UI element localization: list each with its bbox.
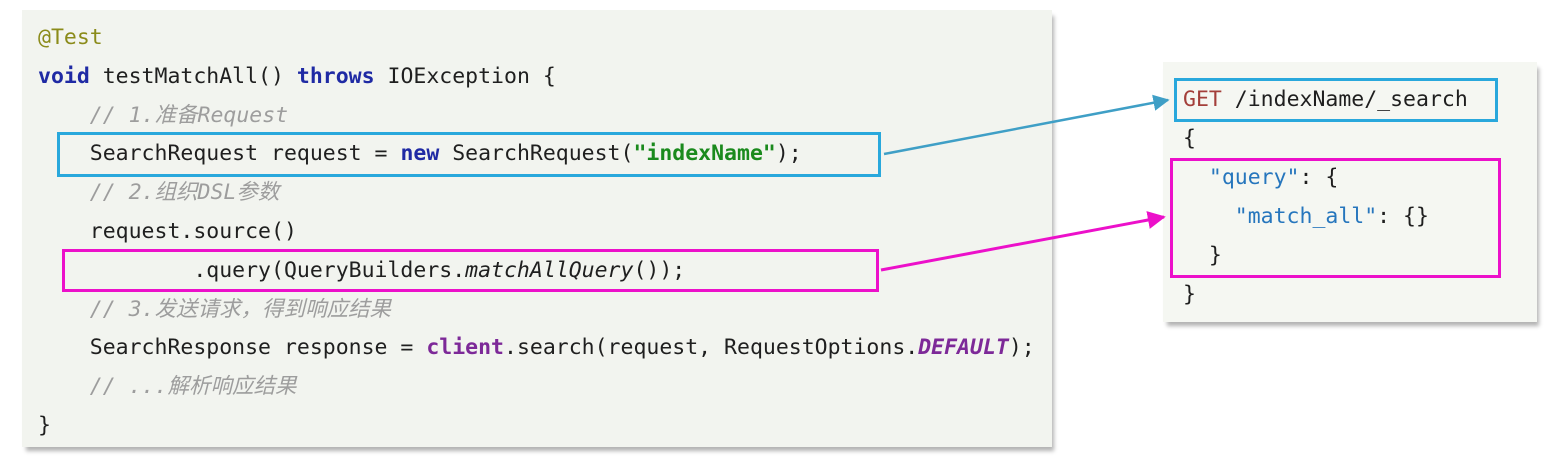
code-line-annotation: @Test: [38, 19, 1052, 58]
code-token: // 3.发送请求，得到响应结果: [38, 296, 391, 322]
code-line-closing-brace: }: [38, 407, 1052, 446]
code-line-query-builder: .query(QueryBuilders.matchAllQuery());: [38, 252, 1052, 291]
code-token: "match_all": [1234, 204, 1378, 229]
code-token: // 2.组织DSL参数: [38, 180, 280, 206]
java-code-panel: @Test void testMatchAll() throws IOExcep…: [22, 10, 1052, 447]
code-line-comment-2: // 2.组织DSL参数: [38, 174, 1052, 213]
dsl-line-get: GET /indexName/_search: [1183, 80, 1537, 119]
code-token: request.source(): [38, 218, 297, 244]
code-line-comment-1: // 1.准备Request: [38, 97, 1052, 136]
dsl-line-open-brace: {: [1183, 119, 1537, 158]
code-token: );: [1008, 335, 1035, 361]
code-token: }: [1183, 282, 1196, 307]
code-token: testMatchAll(): [89, 63, 297, 89]
code-token: ());: [633, 257, 686, 283]
code-token: : {: [1299, 165, 1339, 190]
code-token: GET: [1183, 87, 1222, 112]
dsl-line-close-brace: }: [1183, 275, 1537, 314]
code-token: "query": [1208, 165, 1300, 190]
code-token: SearchResponse response =: [38, 335, 427, 361]
highlight-box-dsl-get: [1174, 78, 1498, 122]
code-token: new: [400, 141, 440, 167]
code-token: {: [1183, 126, 1196, 151]
code-token: // ...解析响应结果: [38, 374, 297, 400]
code-token: .query(QueryBuilders.: [38, 257, 466, 283]
dsl-line-match-all: "match_all": {}: [1183, 197, 1537, 236]
code-token: DEFAULT: [918, 335, 1009, 361]
dsl-line-close-inner-brace: }: [1183, 236, 1537, 275]
highlight-box-dsl-query: [1170, 158, 1501, 278]
code-token: throws: [296, 63, 375, 89]
code-token: client: [426, 335, 504, 361]
code-token: IOException {: [374, 63, 556, 89]
code-line-request-source: request.source(): [38, 213, 1052, 252]
code-token: SearchRequest(: [439, 141, 634, 167]
code-token: .search(request, RequestOptions.: [504, 335, 919, 361]
code-token: : {}: [1377, 204, 1429, 229]
code-token: "indexName": [633, 141, 776, 167]
code-token: );: [775, 141, 802, 167]
code-token: // 1.准备Request: [38, 102, 289, 128]
code-token: }: [38, 412, 51, 438]
highlight-box-java-query: [62, 249, 879, 292]
highlight-box-java-request: [57, 132, 881, 177]
dsl-line-query-key: "query": {: [1183, 158, 1537, 197]
code-token: @Test: [38, 25, 103, 50]
code-token: /indexName/_search: [1221, 87, 1468, 112]
code-line-search-response: SearchResponse response = client.search(…: [38, 329, 1052, 368]
code-line-search-request: SearchRequest request = new SearchReques…: [38, 135, 1052, 174]
code-line-method-signature: void testMatchAll() throws IOException {: [38, 58, 1052, 97]
code-token: }: [1183, 243, 1222, 268]
code-token: void: [38, 63, 90, 89]
code-token: matchAllQuery: [465, 257, 634, 283]
code-line-comment-3: // 3.发送请求，得到响应结果: [38, 291, 1052, 330]
code-line-comment-4: // ...解析响应结果: [38, 368, 1052, 407]
code-token: SearchRequest request =: [38, 141, 401, 167]
dsl-request-panel: GET /indexName/_search { "query": { "mat…: [1163, 62, 1537, 322]
